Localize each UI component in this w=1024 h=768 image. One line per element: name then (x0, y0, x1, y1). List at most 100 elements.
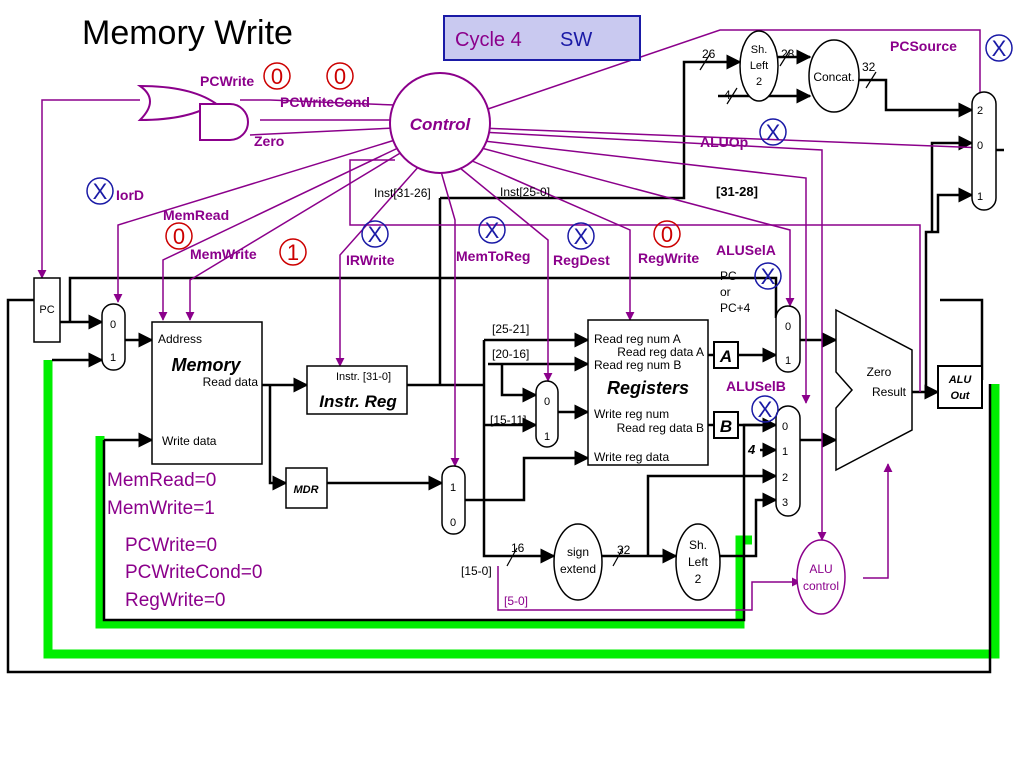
svg-text:[5-0]: [5-0] (504, 594, 528, 608)
svg-text:control: control (803, 579, 839, 593)
svg-text:X: X (992, 36, 1007, 61)
svg-text:Instr. Reg: Instr. Reg (319, 392, 397, 411)
summary-notes: MemRead=0 MemWrite=1 PCWrite=0 PCWriteCo… (107, 470, 262, 611)
iord-mux: 0 1 (101, 303, 126, 371)
svg-text:[20-16]: [20-16] (492, 347, 529, 361)
value-memread: 0 (165, 222, 193, 250)
svg-text:PC: PC (720, 269, 737, 283)
svg-text:[15-11]: [15-11] (490, 413, 526, 427)
svg-text:PC: PC (39, 304, 54, 316)
svg-text:Sh.: Sh. (689, 538, 707, 552)
cycle-number: Cycle 4 (455, 29, 522, 51)
svg-text:Write data: Write data (162, 434, 217, 448)
bus-width-ticks (506, 49, 877, 567)
alusela-mux: 0 1 (775, 305, 801, 373)
svg-text:Control: Control (410, 115, 472, 134)
svg-text:PCWrite: PCWrite (200, 73, 254, 89)
svg-text:Read reg num B: Read reg num B (594, 358, 681, 372)
aluselb-mux: 0 1 2 3 (775, 405, 801, 517)
svg-text:0: 0 (450, 517, 456, 529)
svg-text:IRWrite: IRWrite (346, 252, 395, 268)
svg-text:ALUOp: ALUOp (700, 134, 748, 150)
summary-memwrite: MemWrite=1 (107, 498, 215, 519)
svg-text:Inst[25-0]: Inst[25-0] (500, 185, 550, 199)
instruction-register: Instr. [31-0] Instr. Reg (306, 365, 408, 415)
svg-text:or: or (720, 285, 731, 299)
pcsource-mux: 2 0 1 (971, 91, 997, 211)
svg-text:Result: Result (872, 385, 907, 399)
svg-text:Zero: Zero (867, 365, 892, 379)
svg-text:1: 1 (785, 355, 791, 367)
svg-text:2: 2 (756, 76, 762, 88)
svg-text:Left: Left (750, 60, 768, 72)
alu-control: ALU control (796, 539, 846, 615)
svg-text:MemWrite: MemWrite (190, 246, 257, 262)
svg-text:MDR: MDR (293, 484, 318, 496)
value-pcsource: X (985, 34, 1013, 62)
svg-text:32: 32 (862, 60, 876, 74)
svg-text:MemRead: MemRead (163, 207, 229, 223)
value-memwrite: 1 (279, 238, 307, 266)
control-unit: Control (389, 72, 491, 174)
svg-text:0: 0 (782, 421, 788, 433)
aluout-register: ALU Out (937, 365, 983, 409)
mdr-register: MDR (285, 467, 328, 509)
value-pcwritecond: 0 (326, 62, 354, 90)
svg-text:X: X (485, 218, 500, 243)
concat-unit: Concat. (808, 39, 860, 113)
svg-text:4: 4 (724, 88, 731, 102)
svg-text:Left: Left (688, 555, 709, 569)
svg-text:IorD: IorD (116, 187, 144, 203)
value-regwrite: 0 (653, 220, 681, 248)
svg-text:PC+4: PC+4 (720, 301, 751, 315)
svg-text:0: 0 (173, 224, 185, 249)
svg-text:X: X (93, 179, 108, 204)
svg-text:ALU: ALU (809, 562, 832, 576)
svg-text:Read data: Read data (203, 375, 259, 389)
svg-text:Write reg data: Write reg data (594, 450, 669, 464)
svg-text:Read reg data B: Read reg data B (617, 421, 704, 435)
pc-or-pc4-label: PC or PC+4 (720, 269, 751, 315)
bus-labels: Inst[31-26] Inst[25-0] [25-21] [20-16] [… (374, 47, 876, 608)
value-pcwrite: 0 (263, 62, 291, 90)
memtoreg-mux: 1 0 (441, 465, 466, 535)
svg-text:ALUSelA: ALUSelA (716, 242, 776, 258)
svg-text:26: 26 (702, 47, 716, 61)
value-memtoreg: X (478, 216, 506, 244)
svg-text:Read reg num A: Read reg num A (594, 332, 681, 346)
svg-text:Out: Out (951, 390, 971, 402)
cycle-instruction: SW (560, 29, 592, 51)
b-register: B (713, 411, 739, 439)
svg-text:0: 0 (544, 396, 550, 408)
svg-text:A: A (719, 347, 732, 366)
svg-text:X: X (368, 222, 383, 247)
pc-register: PC (33, 277, 61, 343)
svg-text:3: 3 (782, 497, 788, 509)
svg-text:[31-28]: [31-28] (716, 184, 758, 199)
svg-text:0: 0 (661, 222, 673, 247)
svg-text:Sh.: Sh. (751, 44, 768, 56)
svg-text:PCSource: PCSource (890, 38, 957, 54)
summary-memread: MemRead=0 (107, 470, 216, 491)
svg-text:RegWrite: RegWrite (638, 250, 699, 266)
svg-text:1: 1 (544, 431, 550, 443)
signal-labels: PCWrite PCWriteCond Zero IorD MemRead Me… (116, 38, 957, 394)
svg-text:B: B (720, 417, 732, 436)
svg-text:Memory: Memory (171, 355, 241, 375)
memory-block: Address Memory Read data Write data (151, 321, 263, 465)
svg-text:[15-0]: [15-0] (461, 564, 492, 578)
svg-text:1: 1 (110, 352, 116, 364)
and-gate (199, 103, 249, 141)
svg-text:sign: sign (567, 545, 589, 559)
control-wires (37, 29, 990, 611)
regdest-mux: 0 1 (535, 380, 559, 448)
svg-text:2: 2 (977, 105, 983, 117)
svg-text:X: X (574, 224, 589, 249)
const-four: 4 (747, 442, 756, 457)
svg-text:0: 0 (334, 64, 346, 89)
shift-left-2-bottom: Sh. Left 2 (675, 523, 721, 601)
summary-pcwrite: PCWrite=0 (125, 535, 217, 556)
svg-text:PCWriteCond: PCWriteCond (280, 94, 370, 110)
svg-text:1: 1 (977, 191, 983, 203)
value-aluselb: X (751, 395, 779, 423)
